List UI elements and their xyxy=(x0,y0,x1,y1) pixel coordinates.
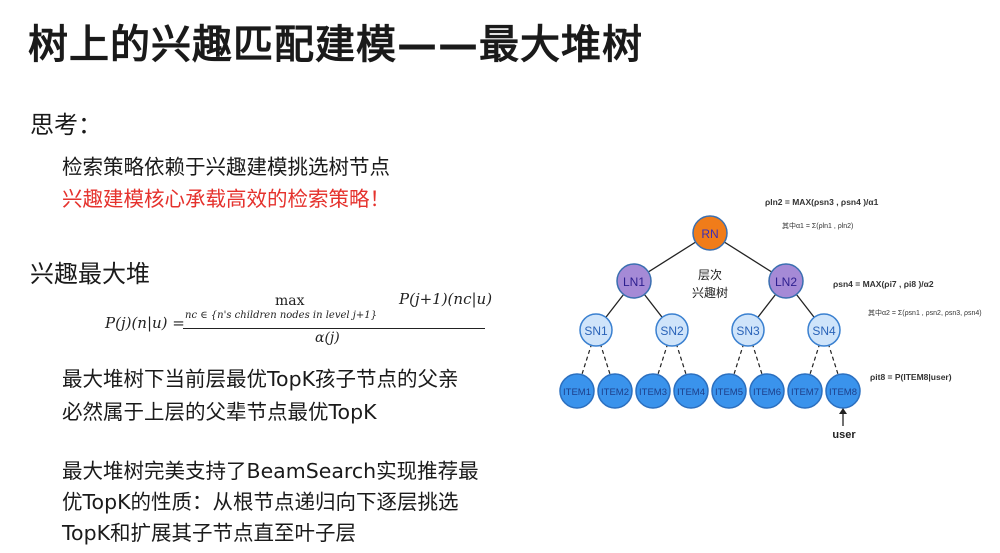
formula-lhs: P(j)(n|u) = xyxy=(105,314,185,332)
leaf-item8-label: ITEM8 xyxy=(829,387,857,398)
annotation-ln2: ρln2 = MAX(ρsn3 , ρsn4 )/α1 xyxy=(765,197,879,207)
annotation-sn4: ρsn4 = MAX(ρi7 , ρi8 )/α2 xyxy=(833,279,934,289)
maxheap-heading: 兴趣最大堆 xyxy=(30,260,150,288)
node-rn-label: RN xyxy=(701,227,718,241)
leaf-item2-label: ITEM2 xyxy=(601,387,629,398)
user-arrow-icon xyxy=(839,408,847,426)
user-label: user xyxy=(832,429,856,441)
maxheap-desc1-line2: 必然属于上层的父辈节点最优TopK xyxy=(62,400,377,424)
leaf-item2: ITEM2 xyxy=(597,373,633,409)
formula-numerator: P(j+1)(nc|u) xyxy=(399,290,493,308)
formula-denominator: α(j) xyxy=(315,330,340,346)
annotation-it8: ρit8 = P(ITEM8|user) xyxy=(870,372,952,382)
layer-label-1: 层次 xyxy=(698,268,722,282)
page-title: 树上的兴趣匹配建模——最大堆树 xyxy=(28,22,643,68)
node-sn4-label: SN4 xyxy=(812,324,836,338)
formula-fraction-bar xyxy=(183,328,485,329)
leaf-item7-label: ITEM7 xyxy=(791,387,819,398)
leaf-item3: ITEM3 xyxy=(635,373,671,409)
node-sn1: SN1 xyxy=(579,313,613,347)
node-sn3-label: SN3 xyxy=(736,324,760,338)
maxheap-desc2-line3: TopK和扩展其子节点直至叶子层 xyxy=(62,521,357,545)
formula-max: max xyxy=(275,293,305,309)
node-sn4: SN4 xyxy=(807,313,841,347)
node-sn1-label: SN1 xyxy=(584,324,608,338)
node-ln2-label: LN2 xyxy=(775,275,797,289)
node-sn2-label: SN2 xyxy=(660,324,684,338)
leaf-item1-label: ITEM1 xyxy=(563,387,591,398)
node-sn2: SN2 xyxy=(655,313,689,347)
leaf-item1: ITEM1 xyxy=(559,373,595,409)
layer-label-2: 兴趣树 xyxy=(692,285,728,300)
leaf-item5-label: ITEM5 xyxy=(715,387,743,398)
thinking-line-2-highlight: 兴趣建模核心承载高效的检索策略！ xyxy=(62,187,390,211)
node-sn3: SN3 xyxy=(731,313,765,347)
thinking-line-1: 检索策略依赖于兴趣建模挑选树节点 xyxy=(62,155,390,179)
leaf-item3-label: ITEM3 xyxy=(639,387,667,398)
leaf-item8: ITEM8 xyxy=(825,373,861,409)
formula-subscript: nc ∈ {n's children nodes in level j+1} xyxy=(185,310,377,321)
maxheap-desc1-line1: 最大堆树下当前层最优TopK孩子节点的父亲 xyxy=(62,367,459,391)
node-ln1: LN1 xyxy=(616,263,652,299)
leaf-item4-label: ITEM4 xyxy=(677,387,705,398)
maxheap-desc2-line2: 优TopK的性质：从根节点递归向下逐层挑选 xyxy=(62,490,459,514)
leaf-item5: ITEM5 xyxy=(711,373,747,409)
leaf-item6: ITEM6 xyxy=(749,373,785,409)
annotation-ln2-sub: 其中α1 = Σ(ρln1 , ρln2) xyxy=(782,221,853,230)
maxheap-formula: P(j)(n|u) = max nc ∈ {n's children nodes… xyxy=(105,290,493,348)
maxheap-desc2-line1: 最大堆树完美支持了BeamSearch实现推荐最 xyxy=(62,459,479,483)
leaf-item7: ITEM7 xyxy=(787,373,823,409)
node-ln1-label: LN1 xyxy=(623,275,645,289)
thinking-heading: 思考： xyxy=(30,111,102,139)
leaf-item4: ITEM4 xyxy=(673,373,709,409)
node-ln2: LN2 xyxy=(768,263,804,299)
annotation-sn4-sub: 其中α2 = Σ(ρsn1 , ρsn2, ρsn3, ρsn4) xyxy=(868,308,982,317)
node-rn: RN xyxy=(692,215,728,251)
leaf-item6-label: ITEM6 xyxy=(753,387,781,398)
